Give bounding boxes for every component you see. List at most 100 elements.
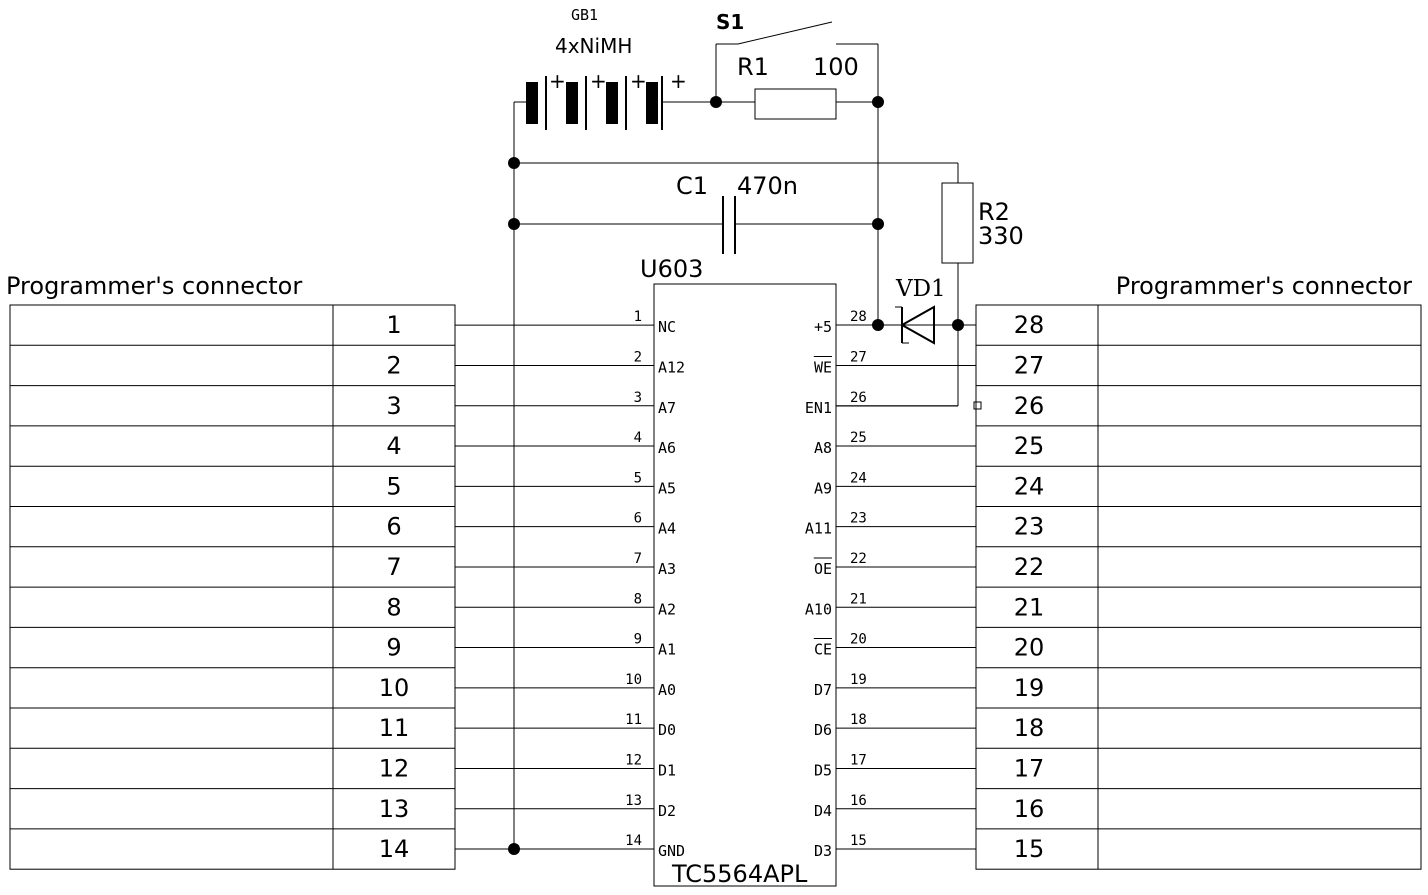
chip-body <box>653 283 837 887</box>
chip-pin-number: 26 <box>850 390 867 406</box>
chip-pin-name: A1 <box>658 641 676 659</box>
chip-pin-number: 16 <box>850 793 867 809</box>
chip-pin-number: 3 <box>634 390 642 406</box>
vd1-designator: VD1 <box>895 276 946 302</box>
chip-pin-name: D4 <box>814 802 832 820</box>
chip-pin-number: 24 <box>850 470 867 486</box>
chip-pin-name: D0 <box>658 721 676 739</box>
chip-pin-number: 20 <box>850 632 867 648</box>
left-connector-pin-label: 9 <box>386 634 401 662</box>
battery-plus-3: + <box>630 69 647 93</box>
chip-pin-name: A7 <box>658 399 676 417</box>
right-connector-title: Programmer's connector <box>1116 272 1412 300</box>
left-connector-pin-label: 12 <box>379 754 410 782</box>
chip-pin-name: A5 <box>658 479 676 497</box>
resistor-r2 <box>941 182 974 264</box>
chip-pin-number: 6 <box>634 511 642 527</box>
chip-pin-number: 1 <box>634 309 642 325</box>
left-connector-title: Programmer's connector <box>6 272 302 300</box>
left-connector-pin-label: 5 <box>386 472 401 500</box>
chip-pin-name: D7 <box>814 681 832 699</box>
chip-pin-number: 2 <box>634 349 642 365</box>
left-connector-pin-label: 3 <box>386 392 401 420</box>
chip-pin-name: A0 <box>658 681 676 699</box>
right-connector-pin-label: 28 <box>1014 311 1045 339</box>
chip-pin-number: 10 <box>625 672 642 688</box>
chip-pin-number: 9 <box>634 632 642 648</box>
chip-pin-number: 19 <box>850 672 867 688</box>
right-connector-pin-label: 19 <box>1014 674 1045 702</box>
left-connector-pin-label: 10 <box>379 674 410 702</box>
right-connector-pin-label: 20 <box>1014 634 1045 662</box>
chip-pin-name: A10 <box>805 600 832 618</box>
r2-designator: R2 <box>978 198 1010 226</box>
chip-pin-number: 25 <box>850 430 867 446</box>
chip-pin-name: A4 <box>658 520 676 538</box>
chip-pin-name: A6 <box>658 439 676 457</box>
right-connector-pin-label: 21 <box>1014 593 1045 621</box>
right-connector-pin-label: 24 <box>1014 472 1045 500</box>
chip-pin-name: D6 <box>814 721 832 739</box>
left-connector-pin-label: 7 <box>386 553 401 581</box>
battery-plus-1: + <box>549 69 566 93</box>
left-connector-pin-label: 1 <box>386 311 401 339</box>
chip-pin-name: A9 <box>814 479 832 497</box>
chip-pin-name: GND <box>658 842 685 860</box>
right-connector-pin-label: 26 <box>1014 392 1045 420</box>
left-connector-pin-label: 11 <box>379 714 410 742</box>
chip-pin-number: 4 <box>634 430 642 446</box>
chip-pin-name: D3 <box>814 842 832 860</box>
right-connector-pin-label: 16 <box>1014 795 1045 823</box>
chip-pin-number: 13 <box>625 793 642 809</box>
c1-value: 470n <box>737 172 798 200</box>
left-connector-pin-label: 13 <box>379 795 410 823</box>
right-connector-pin-label: 22 <box>1014 553 1045 581</box>
chip-pin-number: 21 <box>850 591 867 607</box>
chip-pin-name: CE <box>814 641 832 659</box>
left-connector-pin-label: 8 <box>386 593 401 621</box>
chip-pin-name: NC <box>658 318 676 336</box>
chip-pin-name: A12 <box>658 358 685 376</box>
chip-pin-name: A8 <box>814 439 832 457</box>
battery-plus-4: + <box>670 69 687 93</box>
chip-pin-number: 23 <box>850 511 867 527</box>
chip-pin-name: EN1 <box>805 399 832 417</box>
left-connector-pin-label: 4 <box>386 432 401 460</box>
pin26-marker <box>973 401 982 410</box>
left-connector-pin-label: 6 <box>386 513 401 541</box>
chip-pin-name: A11 <box>805 520 832 538</box>
resistor-r1 <box>754 88 837 120</box>
chip-part-number: TC5564APL <box>671 860 808 888</box>
c1-designator: C1 <box>676 172 708 200</box>
left-connector-pin-label: 2 <box>386 351 401 379</box>
r1-designator: R1 <box>737 53 769 81</box>
battery-gb1: + + + + <box>526 69 687 130</box>
chip-pin-number: 28 <box>850 309 867 325</box>
chip-pin-name: D5 <box>814 761 832 779</box>
chip-pin-number: 15 <box>850 833 867 849</box>
r1-value: 100 <box>813 53 859 81</box>
chip-pins: 1NC2A123A74A65A56A47A38A29A110A011D012D1… <box>455 309 976 860</box>
capacitor-c1 <box>722 196 736 254</box>
chip-pin-number: 17 <box>850 752 867 768</box>
r2-value: 330 <box>978 222 1024 250</box>
battery-value: 4xNiMH <box>555 34 632 58</box>
right-connector-pin-label: 15 <box>1014 835 1045 863</box>
right-connector-pin-label: 25 <box>1014 432 1045 460</box>
left-connector-pin-label: 14 <box>379 835 410 863</box>
right-connector-pin-label: 17 <box>1014 754 1045 782</box>
chip-pin-number: 5 <box>634 470 642 486</box>
chip-pin-name: WE <box>814 358 832 376</box>
chip-pin-number: 22 <box>850 551 867 567</box>
chip-designator: U603 <box>640 255 703 283</box>
chip-pin-name: D1 <box>658 761 676 779</box>
right-connector-pin-label: 23 <box>1014 513 1045 541</box>
battery-plus-2: + <box>590 69 607 93</box>
switch-designator: S1 <box>716 10 744 34</box>
chip-pin-name: A3 <box>658 560 676 578</box>
chip-pin-number: 7 <box>634 551 642 567</box>
chip-pin-name: A2 <box>658 600 676 618</box>
